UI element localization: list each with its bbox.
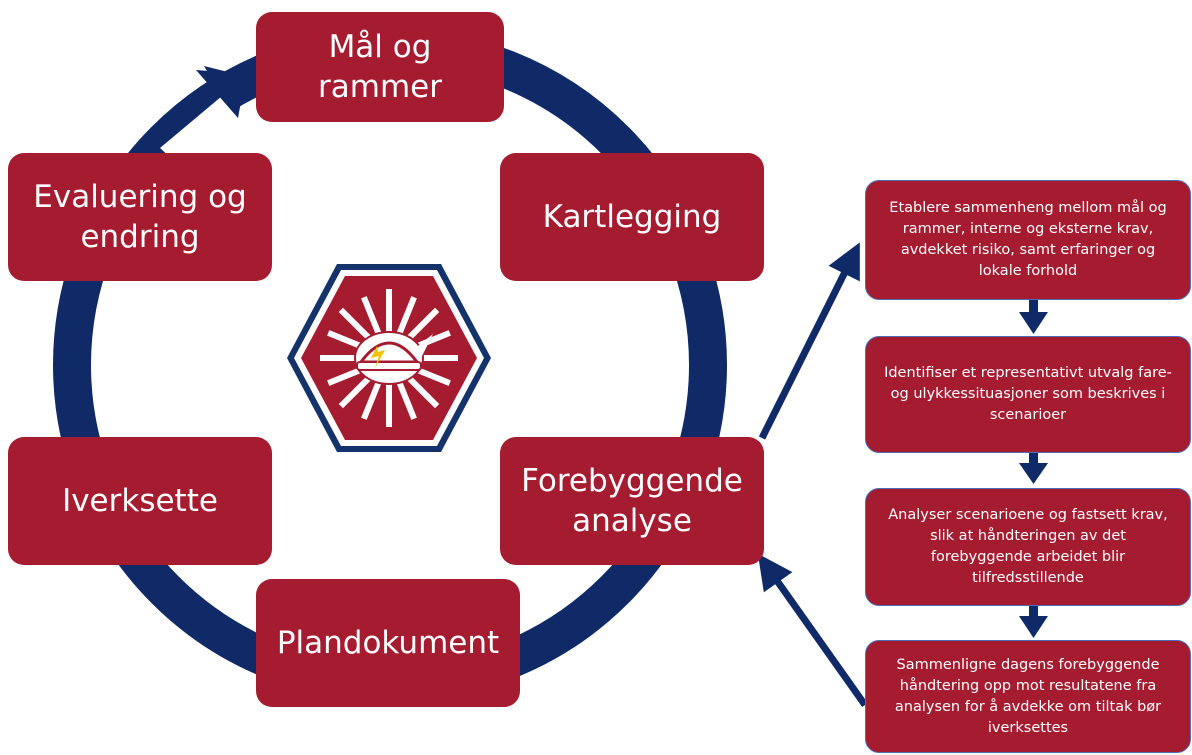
flow-step-3-text: Analyser scenarioene og fastsett krav, s… xyxy=(888,507,1168,586)
cycle-label-goals: Mål og rammer xyxy=(318,29,442,105)
cycle-box-analysis: Forebyggende analyse xyxy=(500,437,764,565)
cycle-box-plan: Plandokument xyxy=(256,579,520,707)
cycle-box-goals: Mål og rammer xyxy=(256,12,504,122)
cycle-label-mapping: Kartlegging xyxy=(542,199,722,235)
flow-step-3: Analyser scenarioene og fastsett krav, s… xyxy=(865,488,1191,606)
flow-step-1: Etablere sammenheng mellom mål og rammer… xyxy=(865,180,1191,300)
cycle-label-analysis: Forebyggende analyse xyxy=(521,463,743,539)
arrow-to-flow xyxy=(758,242,860,440)
cycle-label-evaluate: Evaluering og endring xyxy=(33,179,247,255)
cycle-arrowhead-tip xyxy=(196,70,246,118)
flow-step-2: Identifiser et representativt utvalg far… xyxy=(865,336,1191,453)
arrow-from-flow xyxy=(757,553,868,708)
cycle-label-implement: Iverksette xyxy=(62,483,218,519)
cycle-label-plan: Plandokument xyxy=(276,625,500,661)
flow-step-4-text: Sammenligne dagens forebyggende håndteri… xyxy=(894,656,1162,736)
flow-step-4: Sammenligne dagens forebyggende håndteri… xyxy=(865,640,1191,753)
flow-step-2-text: Identifiser et representativt utvalg far… xyxy=(884,365,1172,423)
flow-step-1-text: Etablere sammenheng mellom mål og rammer… xyxy=(889,200,1167,279)
cycle-box-evaluate: Evaluering og endring xyxy=(8,153,272,281)
cycle-box-mapping: Kartlegging xyxy=(500,153,764,281)
fire-service-emblem-icon xyxy=(287,264,491,452)
cycle-box-implement: Iverksette xyxy=(8,437,272,565)
flow-down-arrows xyxy=(1019,300,1048,638)
